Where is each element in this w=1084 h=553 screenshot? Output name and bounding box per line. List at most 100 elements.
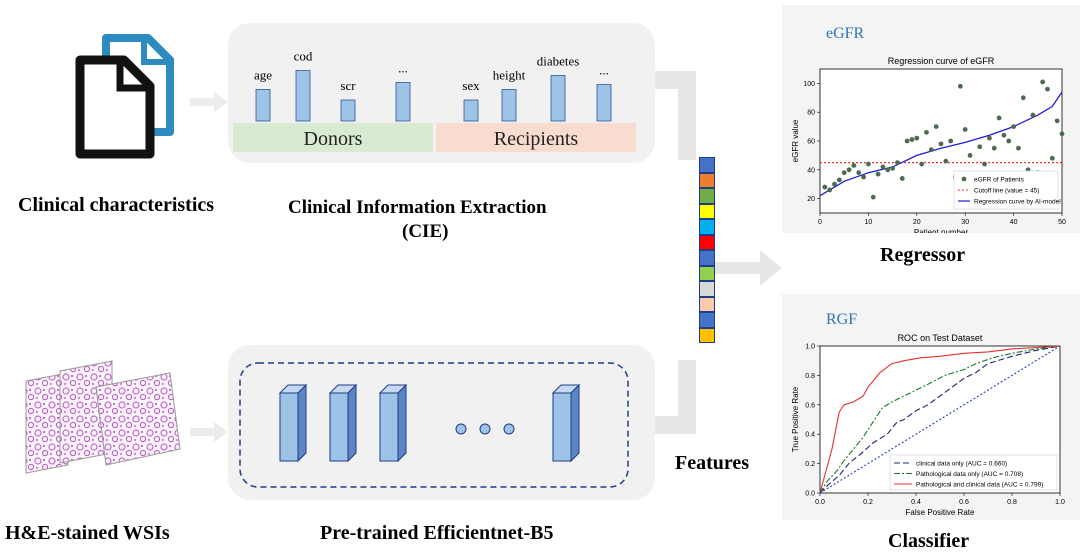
efficientnet-caption: Pre-trained Efficientnet-B5 <box>320 522 554 544</box>
data-point <box>1054 118 1060 124</box>
feature-cell <box>699 296 715 312</box>
feature-cell <box>699 219 715 235</box>
cnn-block <box>378 383 408 463</box>
x-tick-label: 1.0 <box>1055 499 1065 506</box>
data-point <box>895 160 900 166</box>
data-point <box>938 141 944 147</box>
cie-bar <box>395 82 411 122</box>
cie-bar <box>596 84 612 122</box>
x-tick-label: 30 <box>961 219 969 226</box>
classifier-caption: Classifier <box>888 530 970 552</box>
data-point <box>1059 131 1065 137</box>
y-tick-label: 0.8 <box>805 373 815 380</box>
feature-cell <box>699 157 715 173</box>
regression-chart: Regression curve of eGFR Patient number eG… <box>791 56 1066 233</box>
data-point <box>982 161 987 167</box>
y-tick-label: 0.4 <box>805 432 815 439</box>
y-tick-label: 1.0 <box>805 344 815 351</box>
feature-cell <box>699 327 715 343</box>
data-point <box>1045 86 1050 92</box>
data-point <box>924 129 929 135</box>
x-tick-label: 0.4 <box>911 499 921 506</box>
data-point <box>987 135 992 141</box>
feature-cell <box>699 234 715 250</box>
y-tick-label: 0.6 <box>805 402 815 409</box>
arrow-right-icon <box>190 92 228 112</box>
classifier-tag: RGF <box>826 311 858 328</box>
roc-curve <box>819 345 1061 494</box>
data-point <box>1006 138 1012 144</box>
feature-cell <box>699 265 715 281</box>
data-point <box>1030 112 1036 118</box>
data-point <box>967 153 973 158</box>
cie-bar-label: age <box>254 68 272 83</box>
data-point <box>880 164 886 170</box>
data-point <box>870 194 876 200</box>
x-tick-label: 0 <box>818 219 822 226</box>
cie-bar <box>255 89 271 122</box>
cnn-block <box>278 383 308 463</box>
data-point <box>1001 132 1007 138</box>
y-tick-label: 20 <box>807 196 815 203</box>
data-point <box>904 138 910 144</box>
regressor-tag: eGFR <box>826 25 865 42</box>
roc-curve <box>819 345 1061 494</box>
cie-bar <box>340 99 356 122</box>
y-tick-label: 40 <box>807 167 815 174</box>
data-point <box>1011 124 1016 129</box>
cie-caption-abbr: (CIE) <box>402 221 449 242</box>
x-tick-label: 0.8 <box>1007 499 1017 506</box>
x-axis-label: Patient number <box>914 228 969 233</box>
y-tick-label: 0.2 <box>805 461 815 468</box>
regressor-caption: Regressor <box>880 244 966 266</box>
x-tick-label: 40 <box>1010 219 1018 226</box>
cie-bar <box>501 89 517 122</box>
legend-label: eGFR of Patients <box>974 177 1025 184</box>
legend-label: Pathological and clinical data (AUC = 0.… <box>916 482 1043 489</box>
data-point <box>890 165 895 171</box>
cie-bar-label: ... <box>599 63 609 78</box>
x-tick-label: 50 <box>1058 219 1066 226</box>
data-point <box>861 174 866 180</box>
x-tick-label: 10 <box>865 219 873 226</box>
recipients-band <box>436 123 636 152</box>
x-tick-label: 0.6 <box>959 499 969 506</box>
data-point <box>1016 145 1021 151</box>
cie-bar <box>463 99 479 122</box>
feature-cell <box>699 188 715 204</box>
y-axis-label: True Positive Rate <box>791 386 800 452</box>
data-point <box>962 127 968 132</box>
data-point <box>996 115 1002 121</box>
x-tick-label: 20 <box>913 219 921 226</box>
ellipsis-dot <box>479 423 491 435</box>
cie-bar <box>550 75 566 122</box>
data-point <box>851 163 857 168</box>
x-axis-label: False Positive Rate <box>906 508 975 517</box>
document-icon <box>75 34 174 159</box>
data-point <box>909 137 915 142</box>
data-point <box>914 135 920 141</box>
x-tick-label: 0.2 <box>863 499 873 506</box>
y-tick-label: 100 <box>803 81 815 88</box>
cnn-block <box>551 383 581 463</box>
chart-title: Regression curve of eGFR <box>888 56 995 66</box>
legend-label: Pathological data only (AUC = 0.708) <box>916 471 1023 478</box>
data-point <box>866 161 871 167</box>
cie-bar-label: height <box>493 68 526 83</box>
data-point <box>948 138 954 144</box>
data-point <box>832 181 837 187</box>
roc-curve <box>819 345 1061 494</box>
feature-cell <box>699 281 715 297</box>
data-point <box>1040 79 1046 85</box>
data-point <box>933 124 939 129</box>
legend-label: clinical data only (AUC = 0.660) <box>916 461 1007 468</box>
data-point <box>846 167 852 173</box>
clinical-characteristics-caption: Clinical characteristics <box>18 194 215 216</box>
data-point <box>957 83 963 89</box>
cie-bar-label: diabetes <box>537 54 580 69</box>
cie-bar <box>295 70 311 122</box>
data-point <box>827 187 833 193</box>
data-point <box>841 170 847 176</box>
x-tick-label: 0.0 <box>815 499 825 506</box>
ellipsis-dot <box>455 423 467 435</box>
